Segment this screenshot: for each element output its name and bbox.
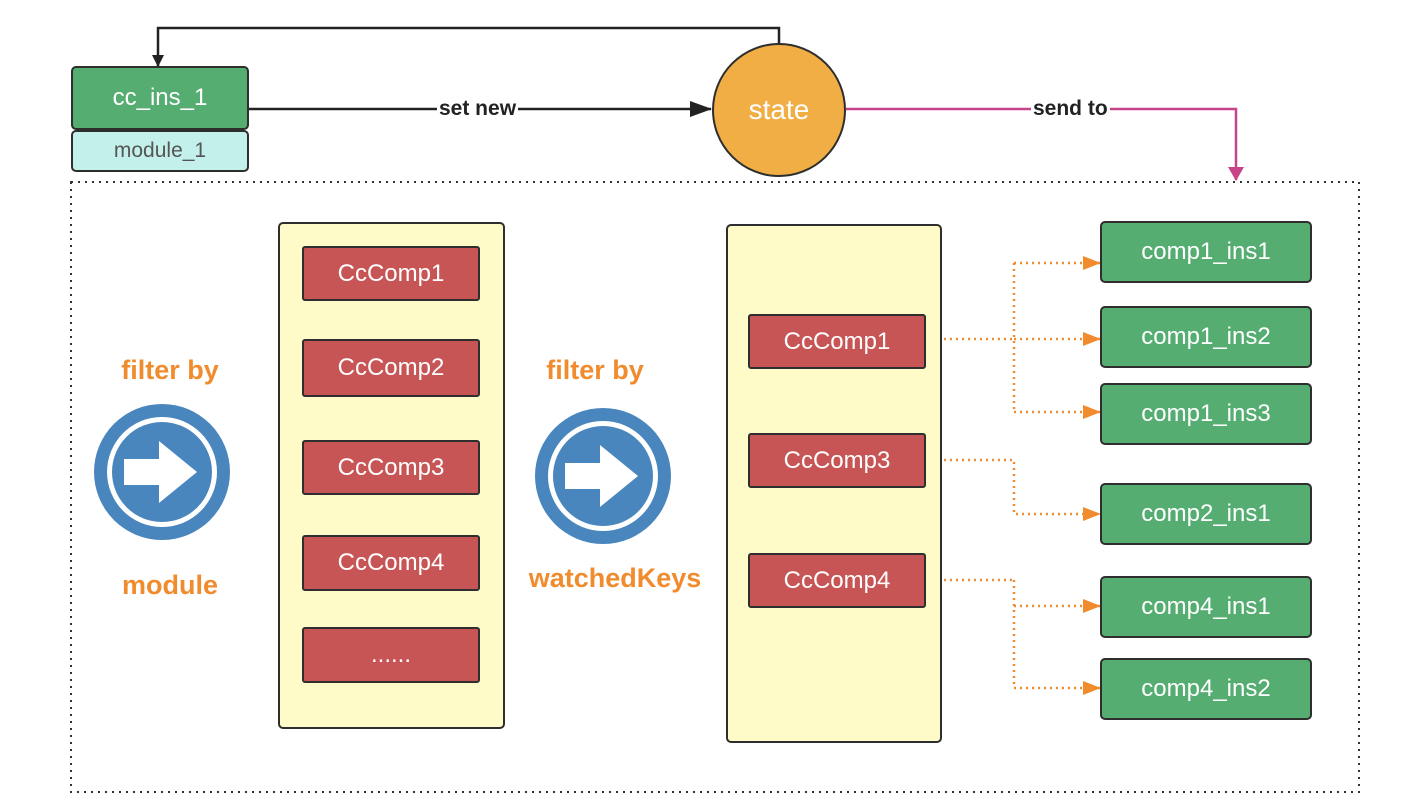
set-new-label: set new: [437, 97, 519, 121]
module-component-label: ......: [370, 641, 411, 668]
component-instance: comp2_ins1: [1100, 483, 1312, 545]
watched-component: CcComp3: [748, 433, 926, 488]
module-component-label: CcComp3: [337, 453, 445, 481]
source-instance: cc_ins_1: [71, 66, 249, 130]
component-instance-label: comp1_ins2: [1141, 323, 1271, 350]
state-to-instance-arrow: [152, 26, 781, 74]
module-component: ......: [302, 627, 480, 683]
component-instance: comp1_ins3: [1100, 383, 1312, 445]
source-module: module_1: [71, 130, 249, 172]
source-module-label: module_1: [113, 139, 207, 162]
arrow-right-circle-icon: [94, 404, 230, 540]
module-component: CcComp3: [302, 440, 480, 495]
watched-component: CcComp1: [748, 314, 926, 369]
filter-watchedkeys-bottom-text: watchedKeys: [528, 563, 702, 593]
state-label: state: [748, 94, 810, 125]
component-instance: comp1_ins2: [1100, 306, 1312, 368]
module-component: CcComp1: [302, 246, 480, 301]
module-component: CcComp4: [302, 535, 480, 591]
arrow-right-circle-icon: [535, 408, 671, 544]
watched-component-label: CcComp3: [783, 446, 891, 474]
component-instance-label: comp2_ins1: [1141, 500, 1271, 527]
module-component-label: CcComp4: [337, 549, 445, 576]
dispatch-connectors: [926, 256, 1101, 695]
filter-module-top-text: filter by: [121, 355, 219, 385]
component-scope-frame: [70, 181, 1360, 793]
send-to-label: send to: [1031, 97, 1110, 121]
watched-component-label: CcComp1: [783, 327, 891, 355]
filter-watchedkeys-top-text: filter by: [546, 355, 644, 385]
source-instance-label: cc_ins_1: [112, 84, 208, 111]
component-instance: comp4_ins1: [1100, 576, 1312, 638]
component-instance: comp4_ins2: [1100, 658, 1312, 720]
state-node: state: [712, 43, 846, 177]
watched-component-label: CcComp4: [783, 566, 891, 594]
watched-component: CcComp4: [748, 553, 926, 608]
filter-module-bottom-text: module: [121, 570, 218, 600]
component-instance-label: comp4_ins2: [1141, 675, 1271, 702]
module-component: CcComp2: [302, 339, 480, 397]
component-instance-label: comp1_ins1: [1141, 238, 1271, 265]
component-instance-label: comp1_ins3: [1141, 400, 1271, 427]
module-component-label: CcComp1: [337, 259, 445, 287]
component-instance-label: comp4_ins1: [1141, 593, 1271, 620]
connector-comp3-ins1: [926, 458, 1101, 521]
send-to-arrow: [846, 107, 1244, 181]
component-instance: comp1_ins1: [1100, 221, 1312, 283]
module-component-label: CcComp2: [337, 354, 445, 381]
